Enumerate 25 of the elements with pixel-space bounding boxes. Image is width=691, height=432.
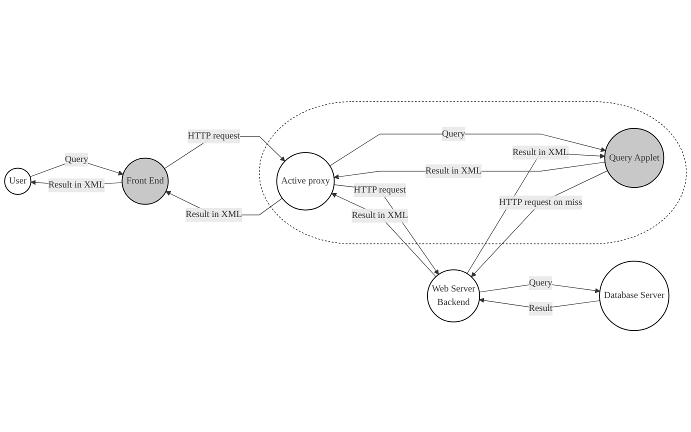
arrow <box>329 134 606 166</box>
arrow <box>479 282 600 293</box>
edge-label: Result in XML <box>512 147 569 158</box>
arrow <box>466 152 605 274</box>
edge-label: HTTP request <box>354 184 406 195</box>
edge-label: Query <box>442 128 466 139</box>
node-circle: Front End <box>122 158 169 205</box>
node-circle: Query Applet <box>604 128 664 188</box>
edge-label: Query <box>64 154 88 164</box>
edge-label: Result <box>528 303 553 314</box>
node-circle: Active proxy <box>276 152 335 210</box>
node-circle: User <box>4 168 32 195</box>
arrow <box>331 192 436 277</box>
edge-label: Result in XML <box>425 166 482 176</box>
edge-label: Result in XML <box>352 210 408 220</box>
arrow <box>334 184 439 275</box>
arrow <box>471 170 608 277</box>
node-circle: Database Server <box>599 260 670 331</box>
arrow <box>334 162 606 180</box>
edge-label: HTTP request <box>188 131 240 141</box>
edge-label: Result in XML <box>186 210 242 220</box>
edge-label: HTTP request on miss <box>499 197 582 208</box>
edge-label: Result in XML <box>48 180 105 190</box>
node-circle: Web Server Backend <box>427 269 480 322</box>
edge-label: Query <box>529 278 552 288</box>
